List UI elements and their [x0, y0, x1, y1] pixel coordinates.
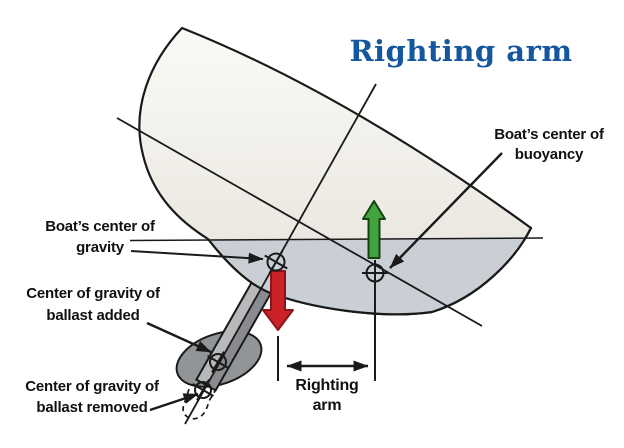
gravity-leader-arrow — [130, 250, 264, 264]
label-line: Boat’s center of — [45, 218, 155, 235]
label-line: ballast added — [46, 307, 140, 324]
label-ballast-removed: Center of gravity of ballast removed — [10, 376, 174, 418]
label-line: Boat’s center of — [494, 126, 604, 143]
keel-shade — [206, 276, 278, 391]
label-line: gravity — [76, 239, 124, 256]
label-center-of-buoyancy: Boat’s center of buoyancy — [467, 125, 624, 165]
diagram-title: Righting arm — [349, 34, 573, 68]
label-line: Center of gravity of — [25, 378, 159, 395]
label-line: buoyancy — [514, 146, 584, 163]
label-line: arm — [312, 397, 342, 414]
keel-highlight — [196, 270, 268, 385]
hull-bottom-edge — [207, 227, 532, 316]
ballast-removed-leader-arrow — [149, 392, 199, 412]
ballast-removed-marker — [192, 379, 214, 401]
righting-arm-dimension — [277, 284, 376, 381]
waterline — [129, 237, 544, 242]
buoyancy-leader-arrow — [389, 152, 503, 269]
label-line: ballast removed — [36, 399, 148, 416]
center-of-buoyancy-marker — [362, 260, 388, 286]
ballast-added-marker — [207, 351, 229, 373]
label-line: Center of gravity of — [26, 285, 160, 302]
label-righting-arm: Righting arm — [277, 376, 377, 416]
label-ballast-added: Center of gravity of ballast added — [12, 283, 174, 327]
label-center-of-gravity: Boat’s center of gravity — [20, 216, 180, 258]
label-line: Righting — [295, 377, 359, 394]
buoyancy-up-arrow — [362, 200, 386, 259]
ballast-added-leader-arrow — [146, 321, 212, 354]
center-of-gravity-marker — [264, 250, 288, 274]
